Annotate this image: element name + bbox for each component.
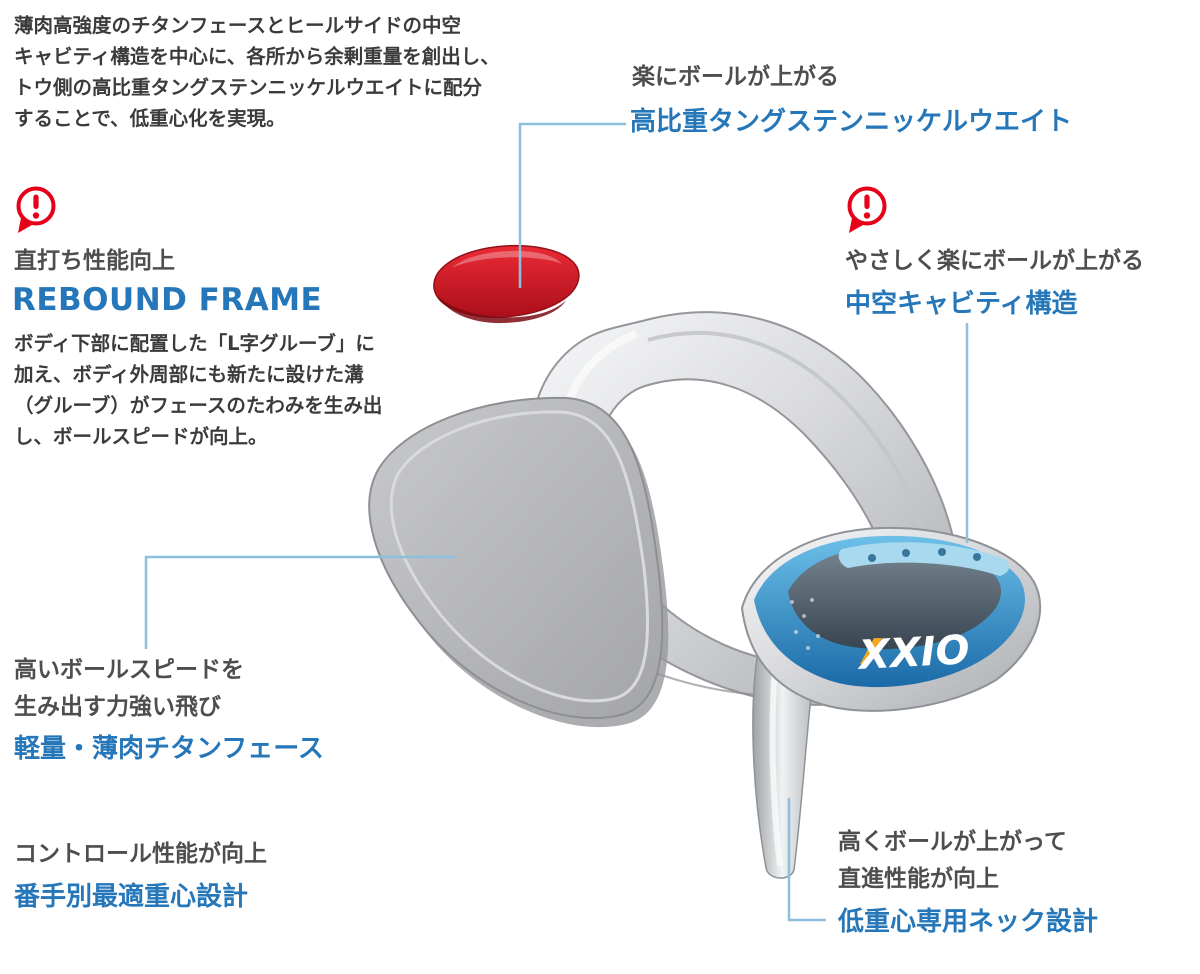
rebound-callout-lead: 直打ち性能向上	[14, 248, 175, 274]
shaft-shape	[752, 634, 819, 879]
rebound-body-line: し、ボールスピードが向上。	[14, 425, 268, 448]
connector-tungsten	[518, 122, 626, 288]
cavity-callout-title: 中空キャビティ構造	[845, 289, 1078, 319]
alert-bubble-icon	[847, 186, 887, 233]
cog-callout-title: 番手別最適重心設計	[14, 882, 249, 912]
weight-screw-dots	[868, 548, 981, 562]
neck-lead-line: 高くボールが上がって	[838, 829, 1067, 855]
rebound-callout-body: ボディ下部に配置した「L字グルーブ」に 加え、ボディ外周部にも新たに設けた溝 （…	[14, 328, 382, 452]
body-frame-shape	[529, 311, 960, 706]
brand-logo-text: XXIO	[855, 627, 971, 679]
connector-neck	[787, 798, 826, 922]
titanium-face-plate-shape	[368, 396, 669, 728]
intro-paragraph: 薄肉高強度のチタンフェースとヒールサイドの中空 キャビティ構造を中心に、各所から…	[14, 10, 500, 134]
neck-lead-line: 直進性能が向上	[838, 866, 999, 892]
rebound-body-line: ボディ下部に配置した「L字グルーブ」に	[14, 332, 375, 355]
intro-line: 薄肉高強度のチタンフェースとヒールサイドの中空	[14, 14, 461, 37]
alert-bubble-icon	[16, 186, 56, 233]
neck-callout-lead: 高くボールが上がって 直進性能が向上	[838, 824, 1067, 898]
tungsten-weight-shape	[433, 244, 580, 324]
intro-line: することで、低重心化を実現。	[14, 107, 286, 130]
face-lead-line: 高いボールスピードを	[14, 657, 244, 683]
club-head-shape: XXIO	[740, 526, 1042, 712]
intro-line: キャビティ構造を中心に、各所から余剰重量を創出し、	[14, 45, 500, 68]
neck-callout-title: 低重心専用ネック設計	[838, 907, 1099, 937]
rebound-body-line: 加え、ボディ外周部にも新たに設けた溝	[14, 363, 364, 386]
face-lead-line: 生み出す力強い飛び	[14, 694, 221, 720]
face-callout-title: 軽量・薄肉チタンフェース	[14, 734, 324, 764]
tungsten-callout-title: 高比重タングステンニッケルウエイト	[630, 107, 1073, 137]
rebound-body-line: （グルーブ）がフェースのたわみを生み出	[14, 394, 383, 417]
face-texture-dots	[790, 598, 820, 650]
intro-line: トウ側の高比重タングステンニッケルウエイトに配分	[14, 76, 483, 99]
connector-face	[144, 555, 456, 649]
cavity-callout-lead: やさしく楽にボールが上がる	[845, 248, 1144, 274]
face-callout-lead: 高いボールスピードを 生み出す力強い飛び	[14, 652, 244, 726]
connector-lines	[144, 122, 969, 922]
tungsten-callout-lead: 楽にボールが上がる	[632, 64, 839, 90]
rebound-callout-title: REBOUND FRAME	[12, 282, 323, 318]
cog-callout-lead: コントロール性能が向上	[14, 841, 267, 867]
brand-accent-slash	[860, 638, 882, 664]
